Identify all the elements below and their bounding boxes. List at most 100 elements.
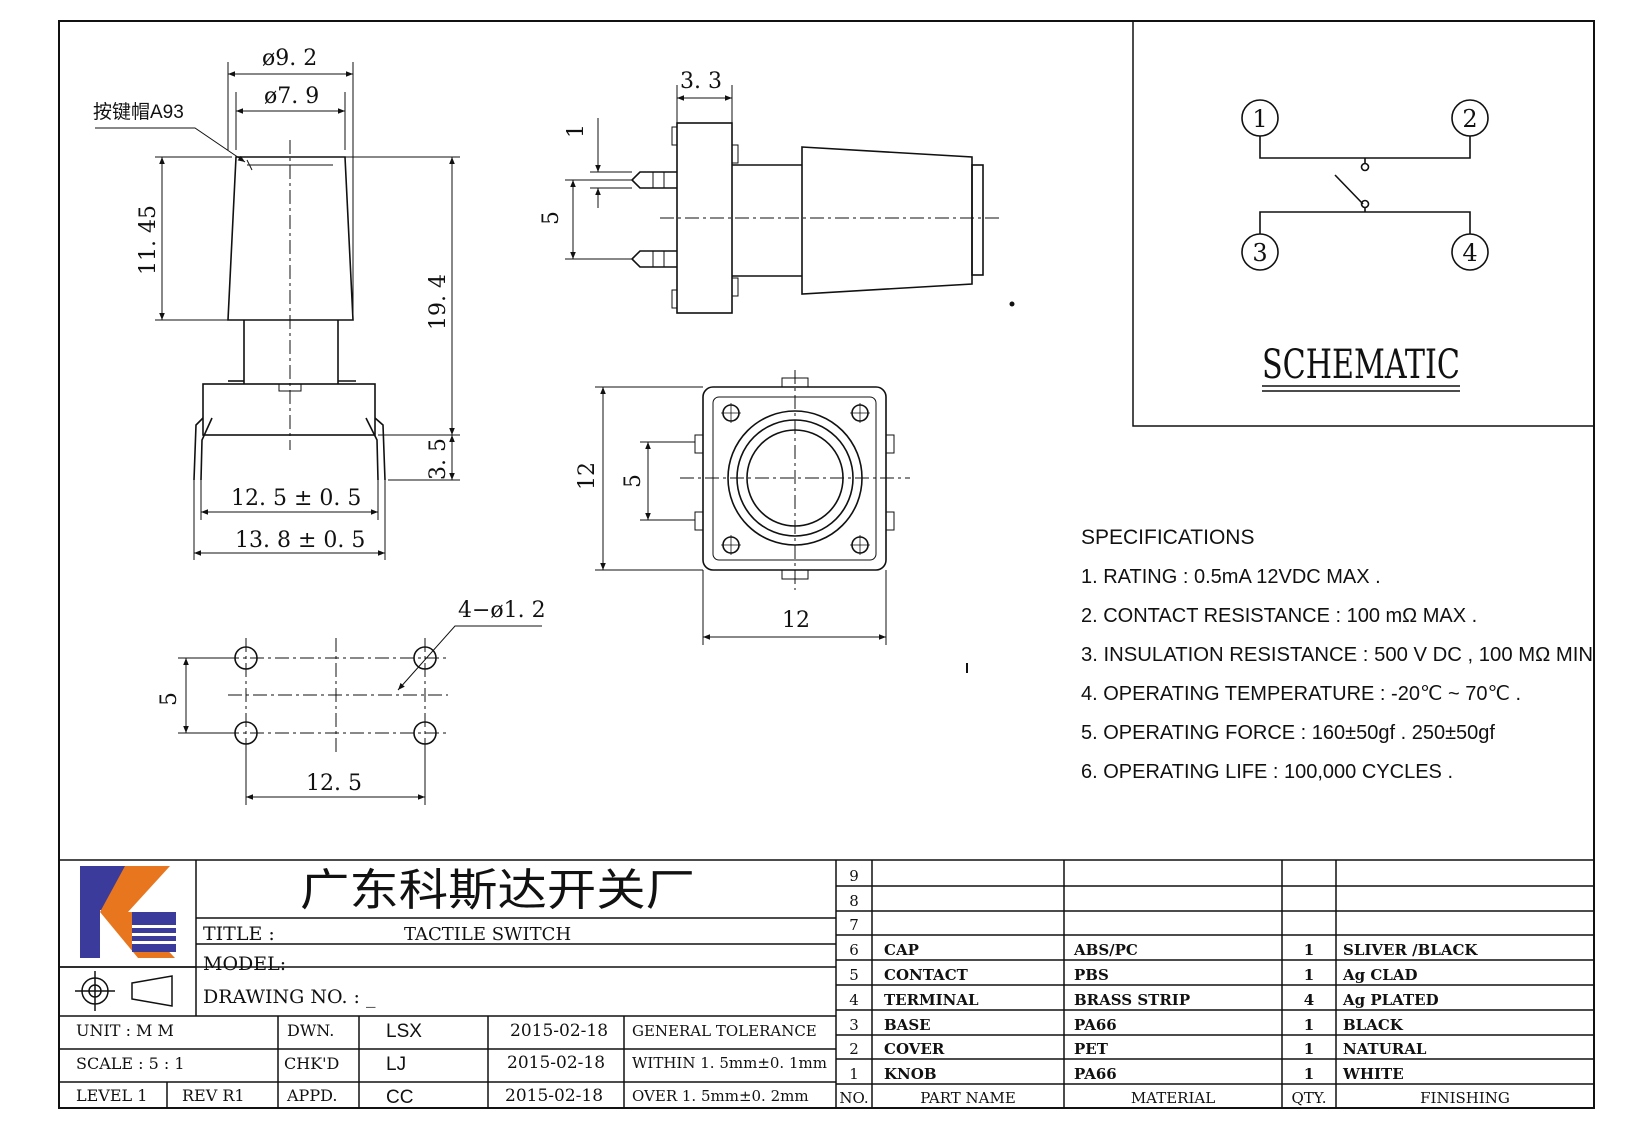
bom-row-no: 9 xyxy=(849,867,859,885)
spec-item: 2. CONTACT RESISTANCE : 100 mΩ MAX . xyxy=(1081,605,1477,627)
level-label: LEVEL 1 xyxy=(76,1086,147,1105)
title-label: TITLE : xyxy=(203,923,275,945)
dim-top-tab-spacing: 5 xyxy=(621,474,646,488)
bom-row-part: BASE xyxy=(884,1016,931,1034)
pin-3-label: 3 xyxy=(1252,239,1267,267)
bom-row-no: 4 xyxy=(849,991,859,1009)
bom-row-material: PET xyxy=(1074,1040,1109,1058)
drawing-no-label: DRAWING NO. : _ xyxy=(203,986,376,1008)
schematic-title: SCHEMATIC xyxy=(1262,342,1460,388)
first-angle-projection-symbol xyxy=(75,971,173,1011)
model-label: MODEL: xyxy=(203,953,286,975)
bom-row-material: PBS xyxy=(1074,966,1109,984)
dim-pcb-pitch-y: 5 xyxy=(157,692,182,706)
appd-date: 2015-02-18 xyxy=(505,1086,603,1106)
title-value: TACTILE SWITCH xyxy=(404,924,571,945)
company-name: 广东科斯达开关厂 xyxy=(300,865,695,916)
stray-dot xyxy=(1009,301,1015,307)
dwn-name: LSX xyxy=(386,1021,422,1042)
dim-total-height: 19. 4 xyxy=(426,274,451,330)
bom-row-part: KNOB xyxy=(884,1065,937,1083)
company-logo xyxy=(80,866,176,958)
appd-name: CC xyxy=(386,1087,413,1108)
chkd-date: 2015-02-18 xyxy=(507,1053,605,1073)
dwn-date: 2015-02-18 xyxy=(510,1021,608,1041)
side-view xyxy=(95,62,460,560)
bom-header-finishing: FINISHING xyxy=(1420,1089,1510,1107)
tolerance-over: OVER 1. 5mm±0. 2mm xyxy=(632,1087,809,1105)
unit-label: UNIT : M M xyxy=(76,1021,174,1040)
spec-item: 1. RATING : 0.5mA 12VDC MAX . xyxy=(1081,566,1381,588)
bom-row-no: 6 xyxy=(849,941,859,959)
scale-label: SCALE : 5 : 1 xyxy=(76,1054,185,1073)
bom-header-no: NO. xyxy=(839,1089,868,1107)
bom-row-qty: 1 xyxy=(1304,941,1314,959)
dim-cap-outer-diameter: ø9. 2 xyxy=(262,46,317,71)
bom-row-qty: 1 xyxy=(1304,1065,1314,1083)
spec-item: 3. INSULATION RESISTANCE : 500 V DC , 10… xyxy=(1081,644,1593,666)
dim-top-width: 12 xyxy=(782,608,810,633)
pin-1-label: 1 xyxy=(1252,105,1267,133)
dim-top-height: 12 xyxy=(575,462,600,490)
specifications: SPECIFICATIONS 1. RATING : 0.5mA 12VDC M… xyxy=(1081,526,1593,783)
dim-pin-width: 1 xyxy=(564,124,589,138)
bom-row-material: PA66 xyxy=(1074,1065,1117,1083)
tolerance-title: GENERAL TOLERANCE xyxy=(632,1022,817,1040)
bom-header-material: MATERIAL xyxy=(1131,1089,1215,1107)
bom-row-qty: 1 xyxy=(1304,1040,1314,1058)
pin-2-label: 2 xyxy=(1462,105,1477,133)
dim-cap-inner-diameter: ø7. 9 xyxy=(264,84,319,109)
dim-pin-spacing: 5 xyxy=(539,211,564,225)
pcb-layout xyxy=(178,625,542,805)
bom-row-finishing: Ag CLAD xyxy=(1342,966,1417,984)
title-block xyxy=(59,859,1594,1108)
bom-row-no: 5 xyxy=(849,966,859,984)
bom-row-material: ABS/PC xyxy=(1073,941,1138,959)
top-view-labels: 12 5 12 xyxy=(575,462,810,633)
bom-row-part: TERMINAL xyxy=(884,991,979,1009)
schematic-box: 1 2 3 4 SCHEMATIC xyxy=(1132,21,1594,427)
front-view xyxy=(565,85,1000,314)
bom-row-no: 8 xyxy=(849,892,859,910)
bom-row-no: 1 xyxy=(849,1065,859,1083)
spec-item: 4. OPERATING TEMPERATURE : -20℃ ~ 70℃ . xyxy=(1081,683,1521,705)
bom-row-part: COVER xyxy=(884,1040,945,1058)
front-view-labels: 3. 3 1 5 xyxy=(539,69,722,225)
stray-mark xyxy=(966,663,968,673)
bom-row-qty: 1 xyxy=(1304,1016,1314,1034)
title-block-text: 广东科斯达开关厂 TITLE : TACTILE SWITCH MODEL: D… xyxy=(76,865,827,1108)
bom-row-material: BRASS STRIP xyxy=(1074,991,1190,1009)
bom-row-part: CONTACT xyxy=(884,966,969,984)
bom-row-finishing: WHITE xyxy=(1342,1065,1404,1083)
bom-row-no: 2 xyxy=(849,1040,859,1058)
bom-row-part: CAP xyxy=(884,941,919,959)
chkd-label: CHK'D xyxy=(284,1054,339,1073)
dim-leg-outer-width: 13. 8 ± 0. 5 xyxy=(235,528,365,553)
dim-cap-height: 11. 45 xyxy=(136,205,161,275)
bom-row-finishing: NATURAL xyxy=(1343,1040,1427,1058)
cap-label: 按键帽A93 xyxy=(93,101,184,123)
bom-row-finishing: BLACK xyxy=(1343,1016,1404,1034)
rev-label: REV R1 xyxy=(182,1086,245,1105)
dwn-label: DWN. xyxy=(287,1021,334,1040)
spec-item: 5. OPERATING FORCE : 160±50gf . 250±50gf xyxy=(1081,722,1495,744)
bom-row-no: 3 xyxy=(849,1016,859,1034)
bom-row-no: 7 xyxy=(849,916,859,934)
pcb-layout-labels: 4−ø1. 2 5 12. 5 xyxy=(157,598,546,796)
bom-header-part: PART NAME xyxy=(920,1089,1016,1107)
dim-body-depth: 3. 3 xyxy=(680,69,722,94)
tolerance-within: WITHIN 1. 5mm±0. 1mm xyxy=(632,1054,827,1072)
chkd-name: LJ xyxy=(386,1054,406,1075)
bom-row-qty: 1 xyxy=(1304,966,1314,984)
bom-row-finishing: Ag PLATED xyxy=(1342,991,1439,1009)
dim-pcb-pitch-x: 12. 5 xyxy=(306,771,362,796)
bom-row-qty: 4 xyxy=(1304,991,1314,1009)
spec-item: 6. OPERATING LIFE : 100,000 CYCLES . xyxy=(1081,761,1453,783)
bom-header-qty: QTY. xyxy=(1291,1089,1326,1107)
pin-4-label: 4 xyxy=(1462,239,1477,267)
top-view xyxy=(595,370,910,645)
specifications-heading: SPECIFICATIONS xyxy=(1081,526,1254,549)
dim-leg-height: 3. 5 xyxy=(426,438,451,480)
